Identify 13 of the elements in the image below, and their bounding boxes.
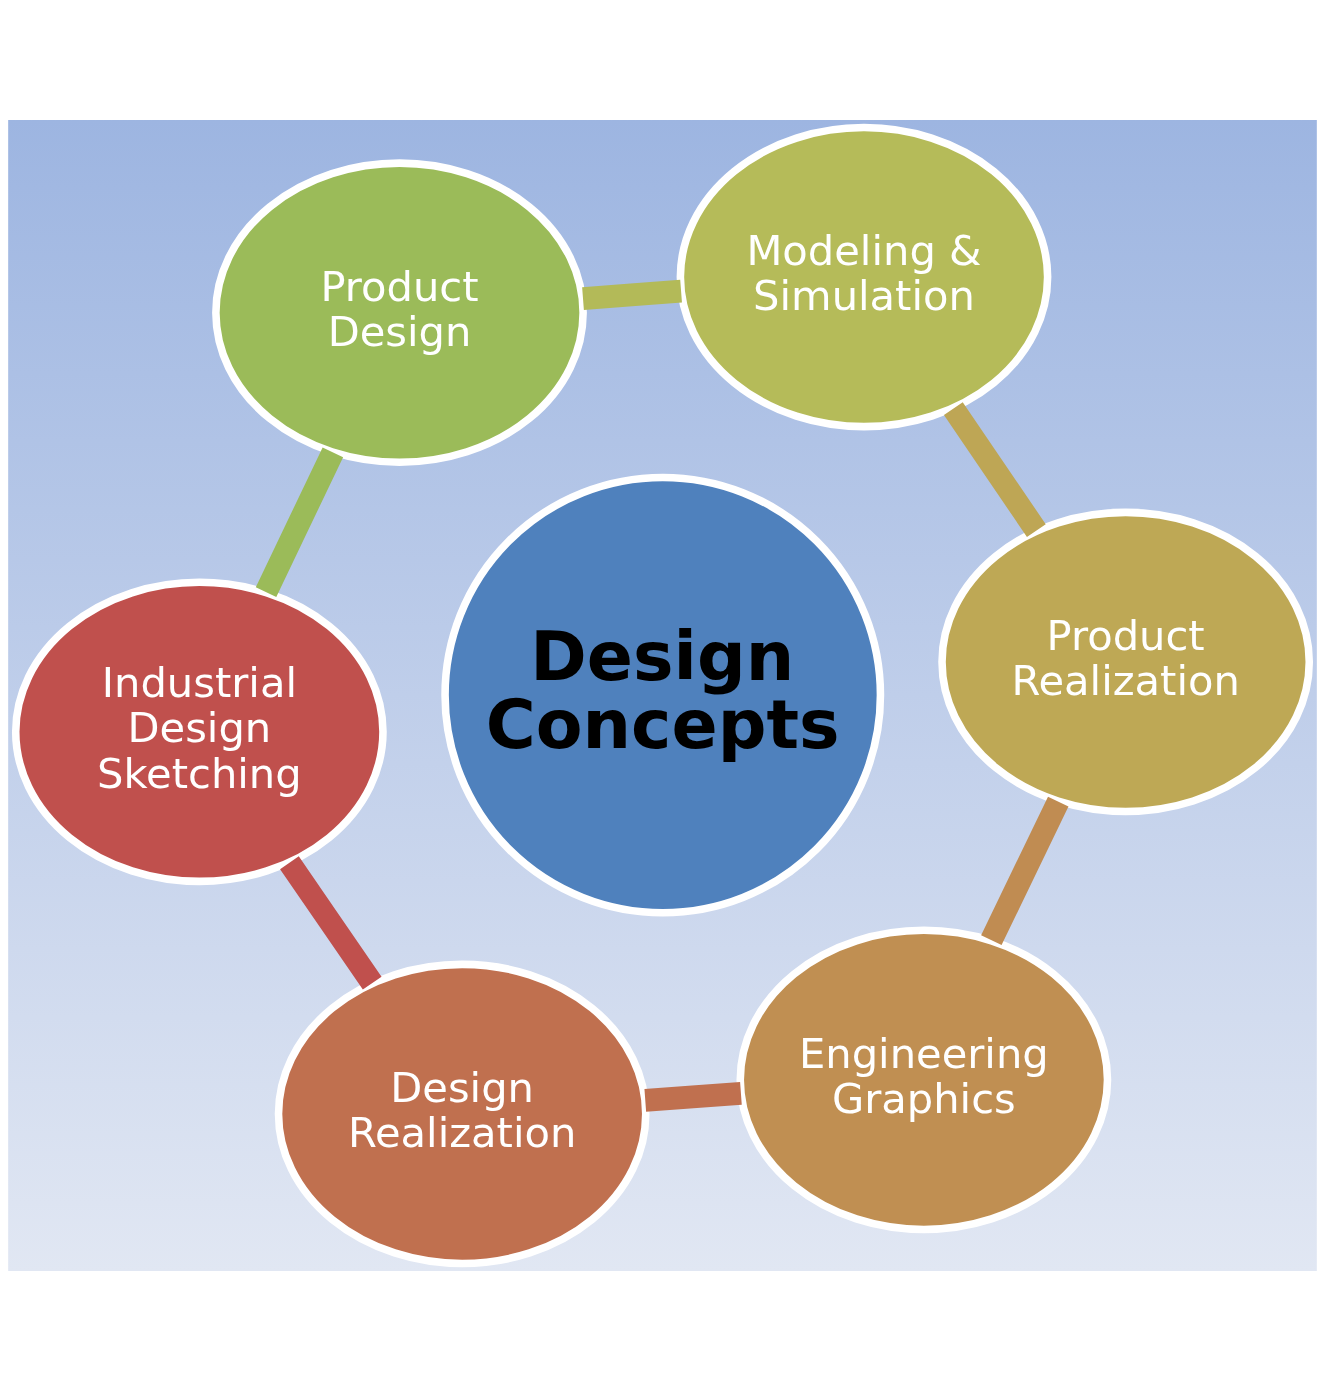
connector <box>280 855 382 990</box>
node-ellipse: Product Design <box>212 158 587 466</box>
node-ellipse: Engineering Graphics <box>736 926 1112 1233</box>
node-ellipse: Industrial Design Sketching <box>11 578 387 885</box>
connector <box>943 401 1046 537</box>
connector <box>582 279 682 310</box>
connector <box>644 1081 742 1112</box>
node-circle: Design Concepts <box>441 473 885 917</box>
node-ellipse: Product Realization <box>938 508 1314 815</box>
connector <box>255 446 344 597</box>
connector <box>981 796 1069 945</box>
node-ellipse: Design Realization <box>274 960 650 1267</box>
node-ellipse: Modeling & Simulation <box>676 123 1052 430</box>
